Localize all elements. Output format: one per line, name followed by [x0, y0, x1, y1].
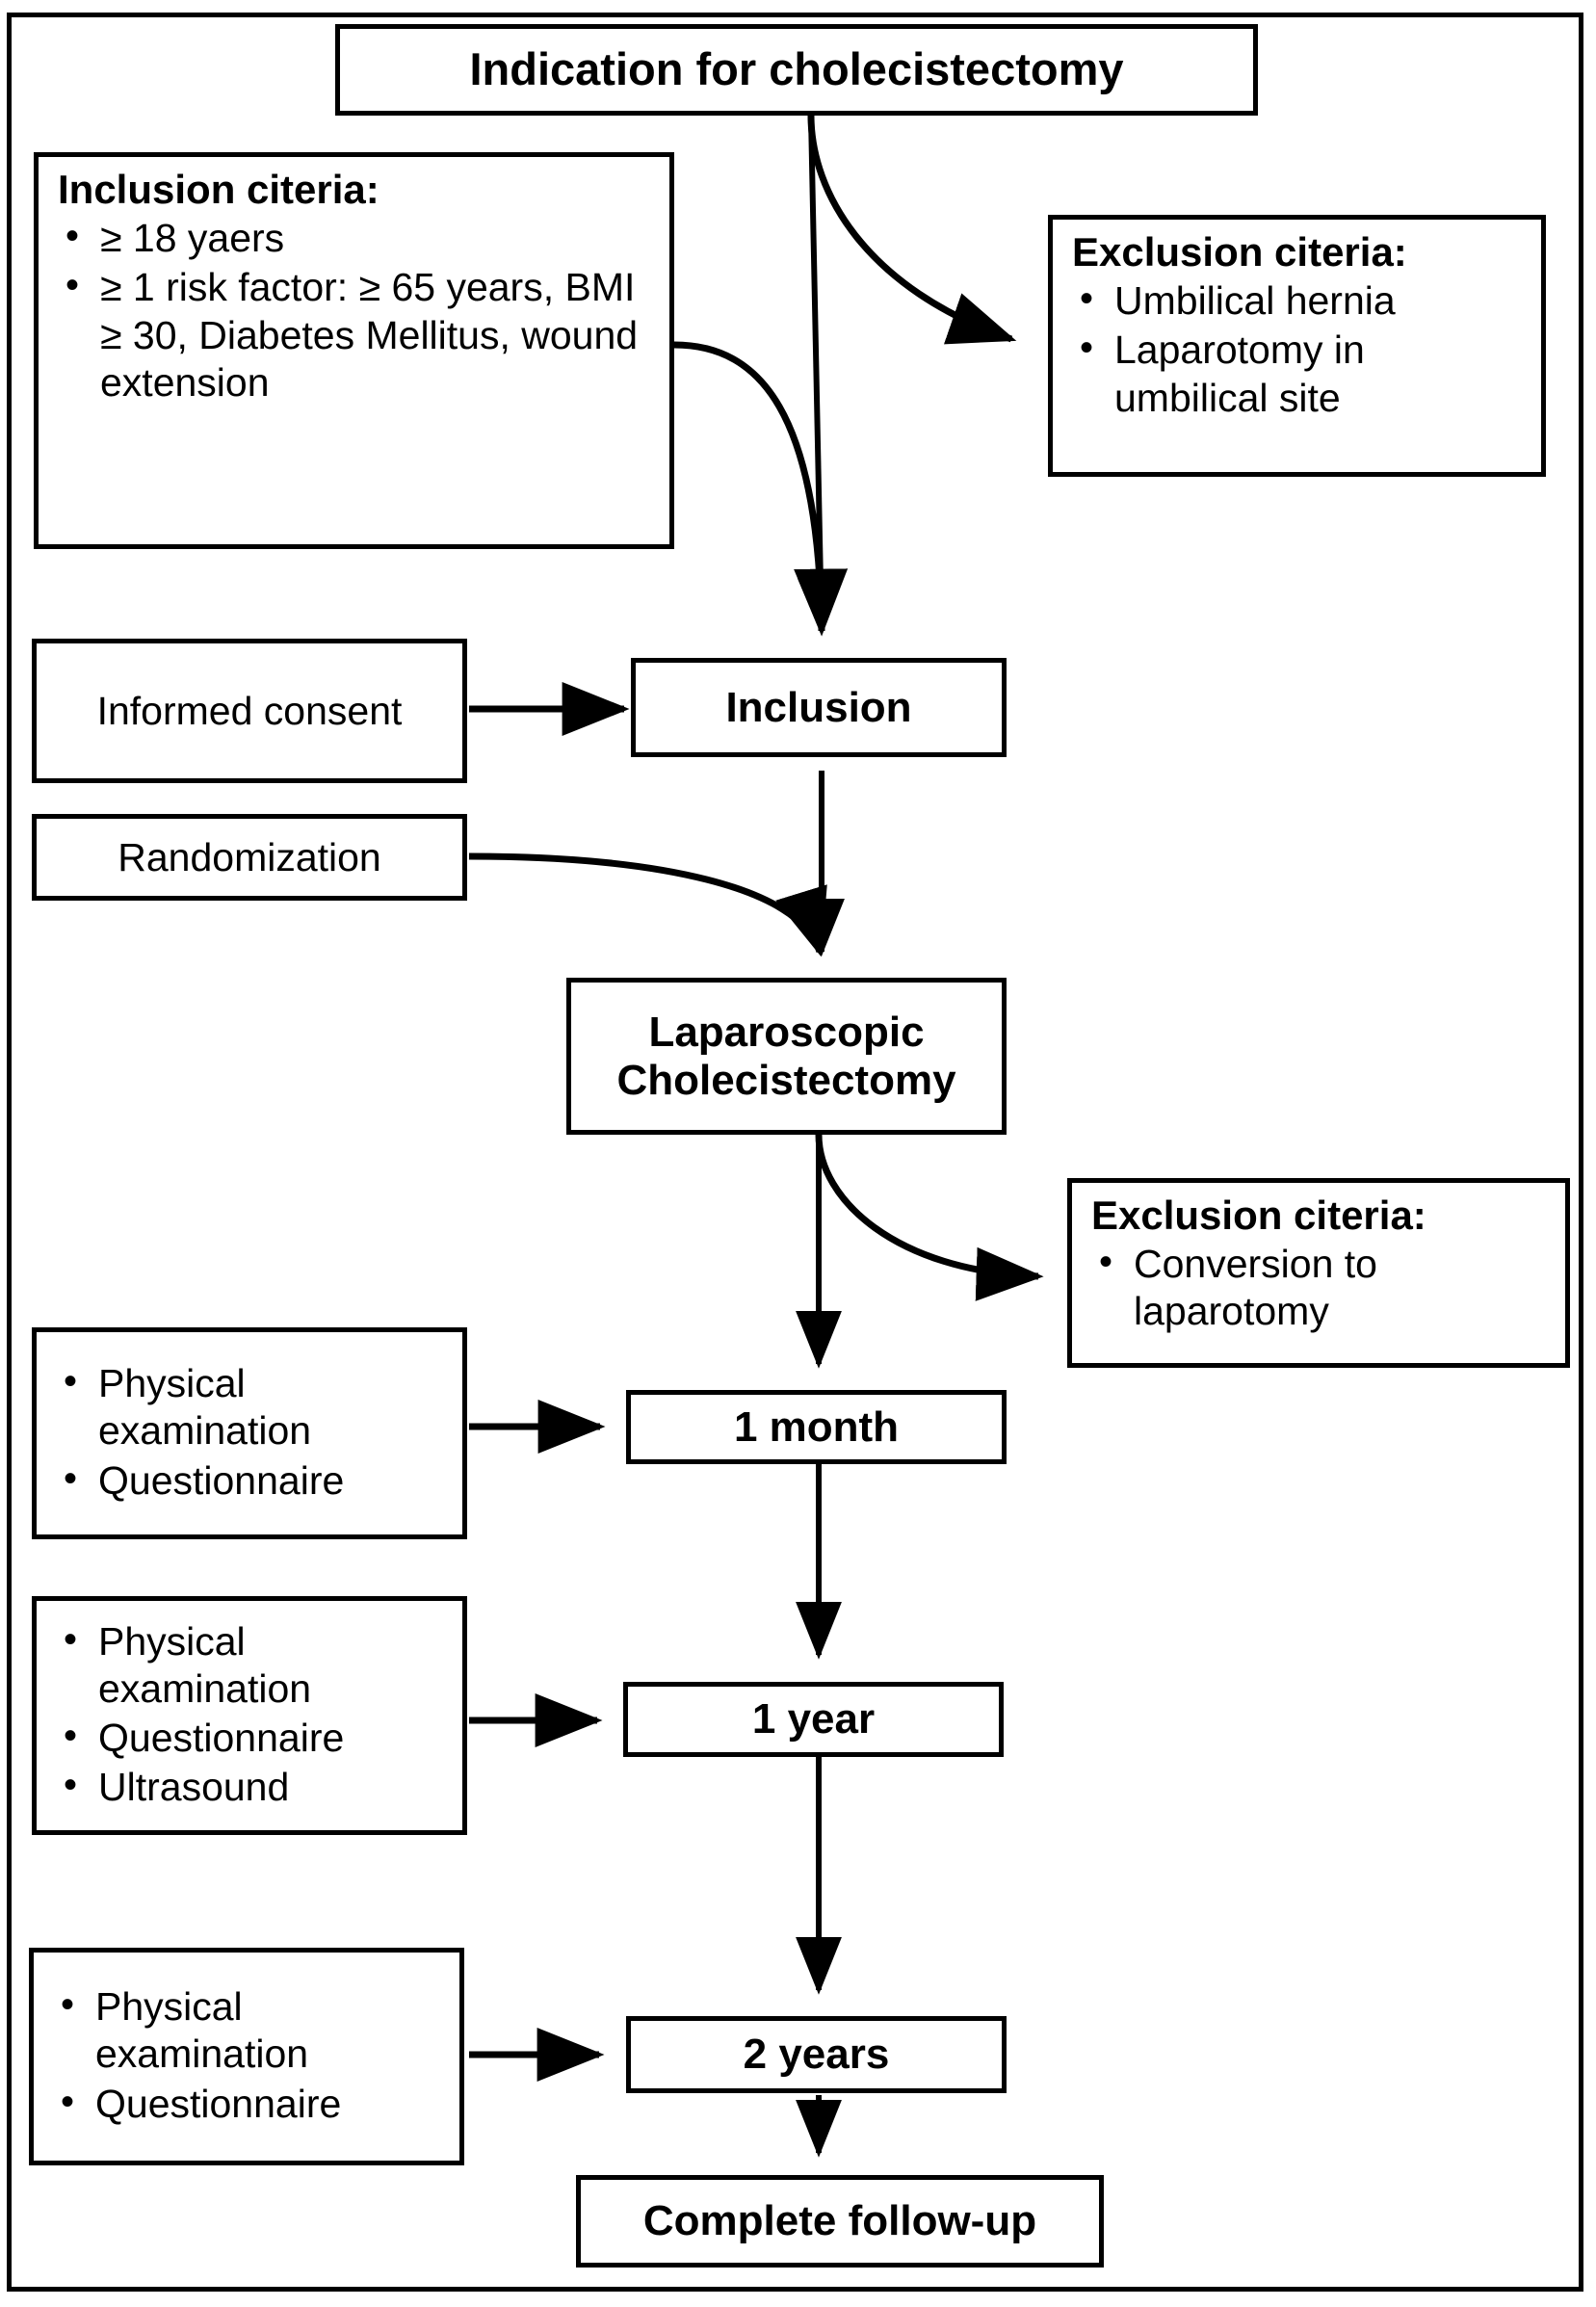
exclusion-criteria-2-heading: Exclusion citeria:	[1091, 1193, 1426, 1238]
node-1-year[interactable]: 1 year	[623, 1682, 1004, 1757]
followup-2years-task-list: Physical examination Questionnaire	[53, 1981, 444, 2130]
list-item: Physical examination	[53, 1981, 444, 2078]
inclusion-criteria-heading: Inclusion citeria:	[58, 167, 379, 212]
list-item: Questionnaire	[56, 1713, 447, 1762]
year-1-label: 1 year	[751, 1695, 876, 1743]
complete-followup-label: Complete follow-up	[642, 2197, 1037, 2245]
list-item: Conversion to laparotomy	[1091, 1239, 1550, 1335]
node-randomization[interactable]: Randomization	[32, 814, 467, 901]
node-complete-followup[interactable]: Complete follow-up	[576, 2175, 1104, 2268]
list-item: Umbilical hernia	[1072, 275, 1526, 325]
list-item: Physical examination	[56, 1358, 447, 1455]
followup-1year-task-list: Physical examination Questionnaire Ultra…	[56, 1616, 447, 1814]
followup-1month-task-list: Physical examination Questionnaire	[56, 1358, 447, 1507]
inclusion-label: Inclusion	[725, 683, 912, 731]
informed-consent-label: Informed consent	[96, 688, 403, 733]
laparoscopic-cholecistectomy-label: Laparoscopic Cholecistectomy	[616, 1009, 956, 1104]
node-indication-for-cholecistectomy[interactable]: Indication for cholecistectomy	[335, 24, 1258, 116]
node-followup-1month-tasks[interactable]: Physical examination Questionnaire	[32, 1327, 467, 1539]
node-2-years[interactable]: 2 years	[626, 2016, 1007, 2093]
list-item: ≥ 1 risk factor: ≥ 65 years, BMI ≥ 30, D…	[58, 262, 654, 406]
list-item: ≥ 18 yaers	[58, 213, 654, 262]
list-item: Questionnaire	[53, 2079, 444, 2128]
node-exclusion-criteria-preop[interactable]: Exclusion citeria: Umbilical hernia Lapa…	[1048, 215, 1546, 477]
inclusion-criteria-list: ≥ 18 yaers ≥ 1 risk factor: ≥ 65 years, …	[58, 213, 654, 408]
node-informed-consent[interactable]: Informed consent	[32, 639, 467, 783]
exclusion-criteria-1-list: Umbilical hernia Laparotomy in umbilical…	[1072, 275, 1526, 424]
exclusion-criteria-1-heading: Exclusion citeria:	[1072, 229, 1407, 275]
node-indication-label: Indication for cholecistectomy	[469, 43, 1124, 95]
node-inclusion-criteria[interactable]: Inclusion citeria: ≥ 18 yaers ≥ 1 risk f…	[34, 152, 674, 549]
list-item: Physical examination	[56, 1616, 447, 1713]
month-1-label: 1 month	[733, 1403, 900, 1451]
exclusion-criteria-2-list: Conversion to laparotomy	[1091, 1239, 1550, 1337]
diagram-outer-border	[7, 13, 1583, 2292]
node-inclusion[interactable]: Inclusion	[631, 658, 1007, 757]
list-item: Questionnaire	[56, 1455, 447, 1505]
node-1-month[interactable]: 1 month	[626, 1390, 1007, 1464]
randomization-label: Randomization	[118, 834, 381, 879]
node-followup-1year-tasks[interactable]: Physical examination Questionnaire Ultra…	[32, 1596, 467, 1835]
list-item: Laparotomy in umbilical site	[1072, 325, 1526, 421]
node-laparoscopic-cholecistectomy[interactable]: Laparoscopic Cholecistectomy	[566, 978, 1007, 1135]
node-exclusion-criteria-intraop[interactable]: Exclusion citeria: Conversion to laparot…	[1067, 1178, 1570, 1368]
years-2-label: 2 years	[743, 2031, 890, 2079]
node-followup-2years-tasks[interactable]: Physical examination Questionnaire	[29, 1948, 464, 2165]
list-item: Ultrasound	[56, 1762, 447, 1811]
